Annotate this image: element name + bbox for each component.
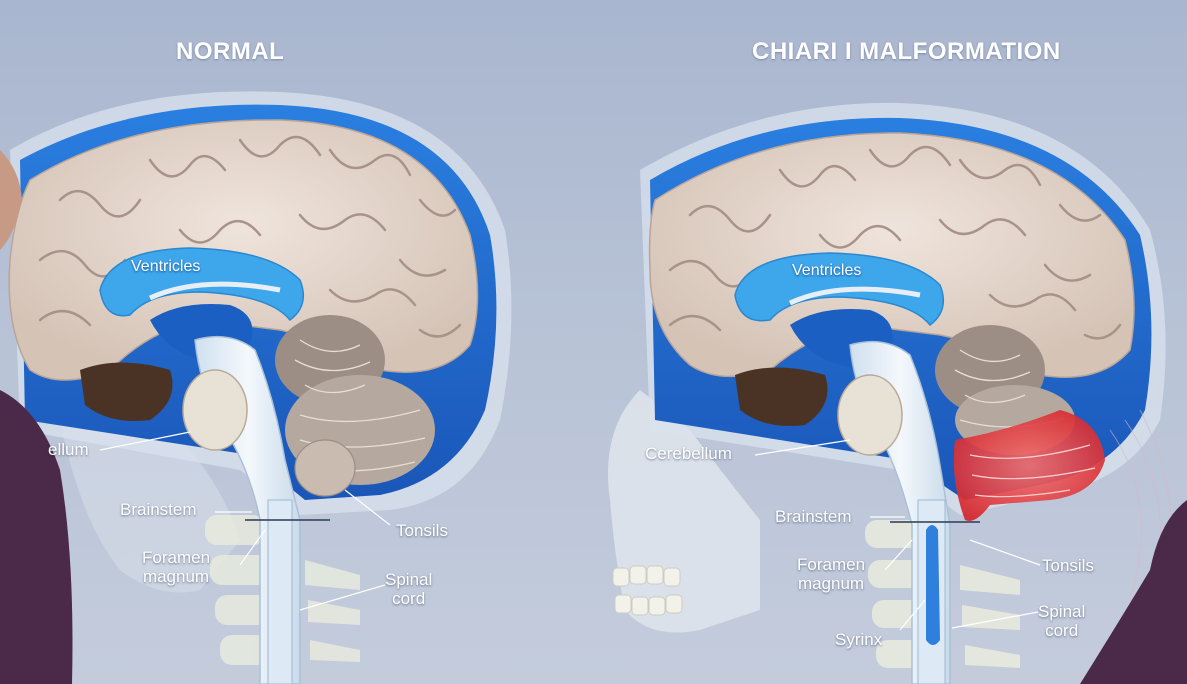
normal-label-cerebellum-partial: ellum xyxy=(48,440,89,459)
basal-region xyxy=(80,362,173,421)
presenter-left xyxy=(0,390,73,684)
chiari-title: CHIARI I MALFORMATION xyxy=(752,38,1061,65)
normal-brain-panel xyxy=(8,91,512,684)
chiari-label-spinal-cord: Spinal cord xyxy=(1038,602,1085,640)
chiari-label-syrinx: Syrinx xyxy=(835,630,883,649)
spinal-line-1: Spinal xyxy=(1038,602,1086,621)
normal-label-ventricles: Ventricles xyxy=(131,258,201,275)
leader-lines xyxy=(754,439,1041,631)
normal-label-spinal-cord: Spinal cord xyxy=(385,570,432,608)
pons xyxy=(837,374,903,456)
foramen-line-2: magnum xyxy=(797,574,865,593)
basal-region xyxy=(735,367,828,426)
presenter-right xyxy=(1080,500,1187,684)
normal-label-brainstem: Brainstem xyxy=(120,500,197,519)
tonsil-folia xyxy=(969,444,1096,498)
normal-label-tonsils: Tonsils xyxy=(396,521,448,540)
spinal-line-2: cord xyxy=(1045,621,1079,640)
chiari-label-tonsils: Tonsils xyxy=(1042,556,1094,575)
chiari-brain-panel xyxy=(608,102,1174,684)
chiari-label-cerebellum: Cerebellum xyxy=(645,444,732,463)
corpus-callosum xyxy=(788,286,921,306)
gyri xyxy=(38,135,462,338)
chiari-label-ventricles: Ventricles xyxy=(792,262,862,279)
herniated-tonsils xyxy=(953,410,1105,521)
chiari-label-brainstem: Brainstem xyxy=(775,507,852,526)
leader-lines xyxy=(99,431,391,611)
corpus-callosum xyxy=(148,281,281,301)
spinal-line-2: cord xyxy=(392,589,426,608)
foramen-line-2: magnum xyxy=(142,567,210,586)
foramen-line-1: Foramen xyxy=(142,548,211,567)
presenter-left-face xyxy=(0,150,22,250)
syrinx xyxy=(926,525,940,645)
spinal-cord xyxy=(267,499,293,684)
teeth xyxy=(612,565,683,616)
foramen-line-1: Foramen xyxy=(797,555,866,574)
spinal-line-1: Spinal xyxy=(385,570,433,589)
normal-title: NORMAL xyxy=(176,38,285,65)
skull-outline xyxy=(60,420,240,593)
normal-label-foramen-magnum: Foramen magnum xyxy=(142,548,210,586)
tonsils xyxy=(294,439,356,497)
chiari-label-foramen-magnum: Foramen magnum xyxy=(797,555,865,593)
pons xyxy=(182,369,248,451)
